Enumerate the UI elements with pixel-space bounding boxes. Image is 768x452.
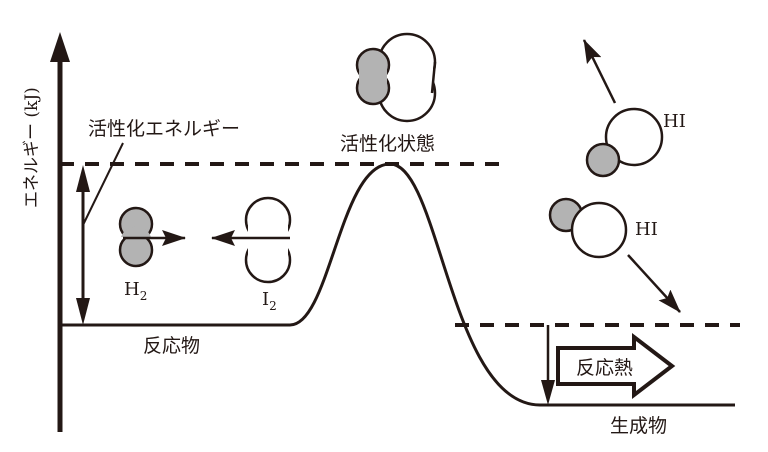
hi-molecule-top [582,39,664,178]
hi-top-label: HI [663,111,686,132]
activated-state-label: 活性化状態 [340,133,435,155]
energy-axis [50,32,70,432]
i2-label: I2 [262,289,277,313]
h2-label: H2 [124,279,147,303]
i2-molecule [211,196,292,284]
axis-label: エネルギー (kJ) [22,87,42,208]
energy-curve [60,162,735,407]
activation-energy-arrow [76,142,124,325]
h2-molecule [118,206,186,268]
reactants-label: 反応物 [143,335,200,357]
activated-complex [355,32,437,123]
activation-energy-label: 活性化エネルギー [88,118,240,140]
hi-bottom-label: HI [635,219,658,240]
products-label: 生成物 [610,415,667,437]
reaction-heat-arrow [541,325,676,405]
axis-arrow-icon [50,32,70,62]
hi-molecule-bottom [548,197,681,313]
reaction-heat-label: 反応熱 [576,357,633,379]
